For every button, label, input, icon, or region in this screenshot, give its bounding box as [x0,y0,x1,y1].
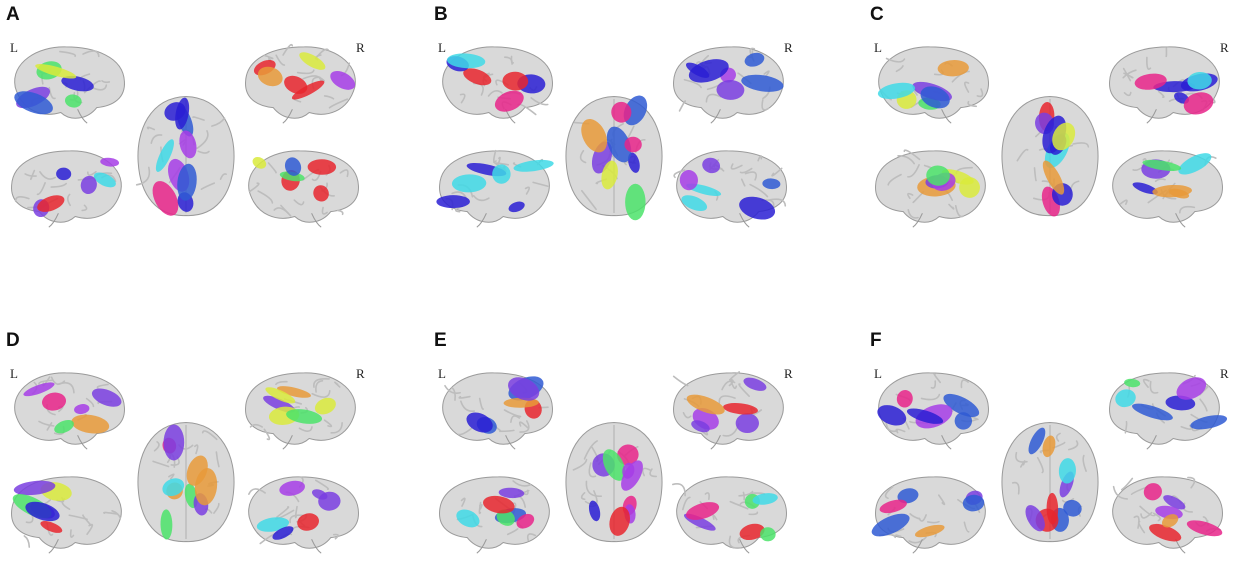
brain-left-medial-graphic [436,146,556,228]
activation-region [625,184,646,221]
panel-f: F L R [870,330,1248,580]
brain-left-lateral-graphic [8,368,128,450]
brain-axial [998,420,1102,544]
brain-axial [562,94,666,218]
panel-letter: E [434,330,447,352]
brain-axial-graphic [134,94,238,218]
brain-left-lateral-graphic [872,368,992,450]
brain-right-lateral [242,368,362,450]
brain-axial-graphic [562,94,666,218]
brain-right-medial [242,146,362,228]
brain-left-medial [872,146,992,228]
brain-right-medial [1106,472,1226,554]
brain-outline [246,373,356,444]
brain-right-lateral-graphic [1106,368,1226,450]
brain-right-medial [670,472,790,554]
brain-right-medial-graphic [1106,146,1226,228]
panel-letter: F [870,330,882,352]
brain-left-lateral-graphic [872,42,992,124]
brain-right-lateral [670,368,790,450]
brain-right-lateral-graphic [1106,42,1226,124]
brain-right-lateral-graphic [670,42,790,124]
brain-right-medial-graphic [242,472,362,554]
activation-region [736,413,759,433]
brain-left-lateral [872,42,992,124]
brain-axial-graphic [998,94,1102,218]
gyrus-line [680,101,686,111]
brain-left-medial-graphic [872,146,992,228]
gyrus-line [24,536,29,547]
panel-b: B L R [434,4,834,254]
panel-letter: D [6,330,20,352]
brain-right-medial-graphic [1106,472,1226,554]
brain-left-medial-graphic [872,472,992,554]
brain-left-lateral-graphic [436,42,556,124]
brain-right-lateral [670,42,790,124]
panel-d: D L R [6,330,406,580]
brain-left-medial-graphic [8,146,128,228]
brain-left-medial-graphic [436,472,556,554]
panel-c: C L R [870,4,1248,254]
brain-left-medial [436,472,556,554]
gyrus-line [500,430,514,431]
panel-a: A L R [6,4,406,254]
brain-right-lateral-graphic [670,368,790,450]
brain-right-medial-graphic [670,472,790,554]
brain-axial-graphic [998,420,1102,544]
brain-left-lateral [8,42,128,124]
gyrus-line [338,210,343,214]
brain-right-medial-graphic [670,146,790,228]
brain-right-medial [1106,146,1226,228]
brain-left-lateral-graphic [8,42,128,124]
brain-right-lateral [1106,368,1226,450]
brain-left-medial [872,472,992,554]
brain-left-lateral [8,368,128,450]
brain-left-medial [8,146,128,228]
brain-left-lateral [436,42,556,124]
brain-axial-graphic [562,420,666,544]
brain-right-medial [242,472,362,554]
brain-outline [440,477,550,548]
brain-right-lateral [1106,42,1226,124]
brain-axial [562,420,666,544]
brain-right-lateral-graphic [242,368,362,450]
brain-axial [134,420,238,544]
brain-right-medial [670,146,790,228]
gyrus-line [674,376,688,385]
panel-letter: B [434,4,448,26]
brain-left-lateral [436,368,556,450]
brain-axial [134,94,238,218]
brain-right-lateral-graphic [242,42,362,124]
brain-left-lateral [872,368,992,450]
brain-axial [998,94,1102,218]
brain-left-medial-graphic [8,472,128,554]
gyrus-line [479,503,480,514]
gyrus-line [743,492,744,499]
panel-e: E L R [434,330,834,580]
panel-letter: C [870,4,884,26]
brain-left-medial [436,146,556,228]
gyrus-line [896,535,901,536]
brain-right-medial-graphic [242,146,362,228]
brain-axial-graphic [134,420,238,544]
panel-letter: A [6,4,20,26]
brain-right-lateral [242,42,362,124]
brain-left-medial [8,472,128,554]
brain-left-lateral-graphic [436,368,556,450]
